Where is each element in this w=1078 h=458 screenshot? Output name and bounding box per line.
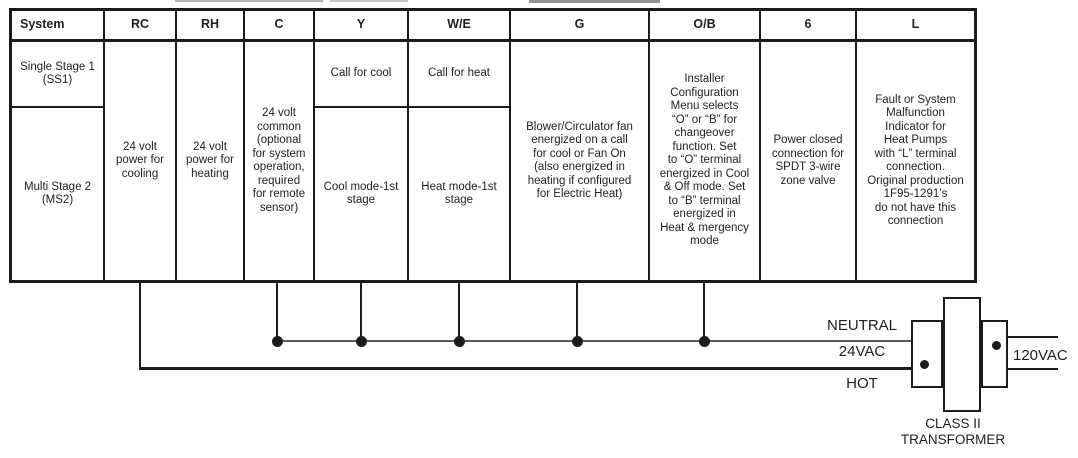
- terminal-table: System RC RH C Y W/E G O/B 6 L Single St…: [9, 8, 977, 283]
- cell-rc: 24 volt power for cooling: [105, 42, 177, 280]
- scan-artifact: [330, 0, 408, 2]
- terminal-drop-c: [276, 283, 278, 341]
- cell-6: Power closed connection for SPDT 3-wire …: [761, 42, 857, 280]
- col-header-g: G: [511, 11, 650, 42]
- col-header-y: Y: [315, 11, 409, 42]
- scan-artifact: [529, 0, 660, 3]
- transformer-secondary-winding: [911, 320, 943, 388]
- col-header-c: C: [245, 11, 315, 42]
- 24vac-wire: [277, 340, 911, 342]
- col-header-ob: O/B: [650, 11, 761, 42]
- cell-c: 24 volt common (optional for system oper…: [245, 42, 315, 280]
- cell-system-single-stage: Single Stage 1 (SS1): [12, 42, 105, 108]
- cell-we-multi-stage: Heat mode-1st stage: [409, 108, 511, 280]
- cell-y-multi-stage: Cool mode-1st stage: [315, 108, 409, 280]
- 120vac-lead-top: [1008, 336, 1058, 338]
- hot-label: HOT: [846, 375, 878, 392]
- cell-g: Blower/Circulator fan energized on a cal…: [511, 42, 650, 280]
- col-header-rh: RH: [177, 11, 245, 42]
- col-header-rc: RC: [105, 11, 177, 42]
- terminal-drop-rc: [139, 283, 141, 369]
- primary-terminal-dot: [991, 340, 1001, 350]
- transformer-primary-winding: [981, 320, 1008, 388]
- cell-system-multi-stage: Multi Stage 2 (MS2): [12, 108, 105, 280]
- cell-we-single-stage: Call for heat: [409, 42, 511, 108]
- secondary-terminal-dot: [919, 359, 929, 369]
- junction-dot-we: [453, 335, 465, 347]
- cell-l: Fault or System Malfunction Indicator fo…: [867, 93, 964, 228]
- 120vac-lead-bottom: [1008, 368, 1058, 370]
- hot-wire: [139, 367, 911, 370]
- col-header-l: L: [857, 11, 974, 42]
- junction-dot-c: [271, 335, 283, 347]
- 24vac-label: 24VAC: [838, 343, 886, 360]
- col-header-system: System: [12, 11, 105, 42]
- scan-artifact: [175, 0, 323, 2]
- terminal-drop-we: [458, 283, 460, 341]
- junction-dot-ob: [698, 335, 710, 347]
- 120vac-label: 120VAC: [1013, 347, 1068, 364]
- junction-dot-y: [355, 335, 367, 347]
- terminal-drop-ob: [703, 283, 705, 341]
- cell-y-single-stage: Call for cool: [315, 42, 409, 108]
- junction-dot-g: [571, 335, 583, 347]
- terminal-drop-g: [576, 283, 578, 341]
- neutral-label: NEUTRAL: [826, 317, 897, 334]
- cell-rh: 24 volt power for heating: [177, 42, 245, 280]
- col-header-we: W/E: [409, 11, 511, 42]
- col-header-6: 6: [761, 11, 857, 42]
- transformer-caption: CLASS II TRANSFORMER: [900, 416, 1006, 447]
- cell-ob: Installer Configuration Menu selects “O”…: [650, 42, 761, 280]
- terminal-drop-y: [360, 283, 362, 341]
- transformer-core: [943, 297, 981, 412]
